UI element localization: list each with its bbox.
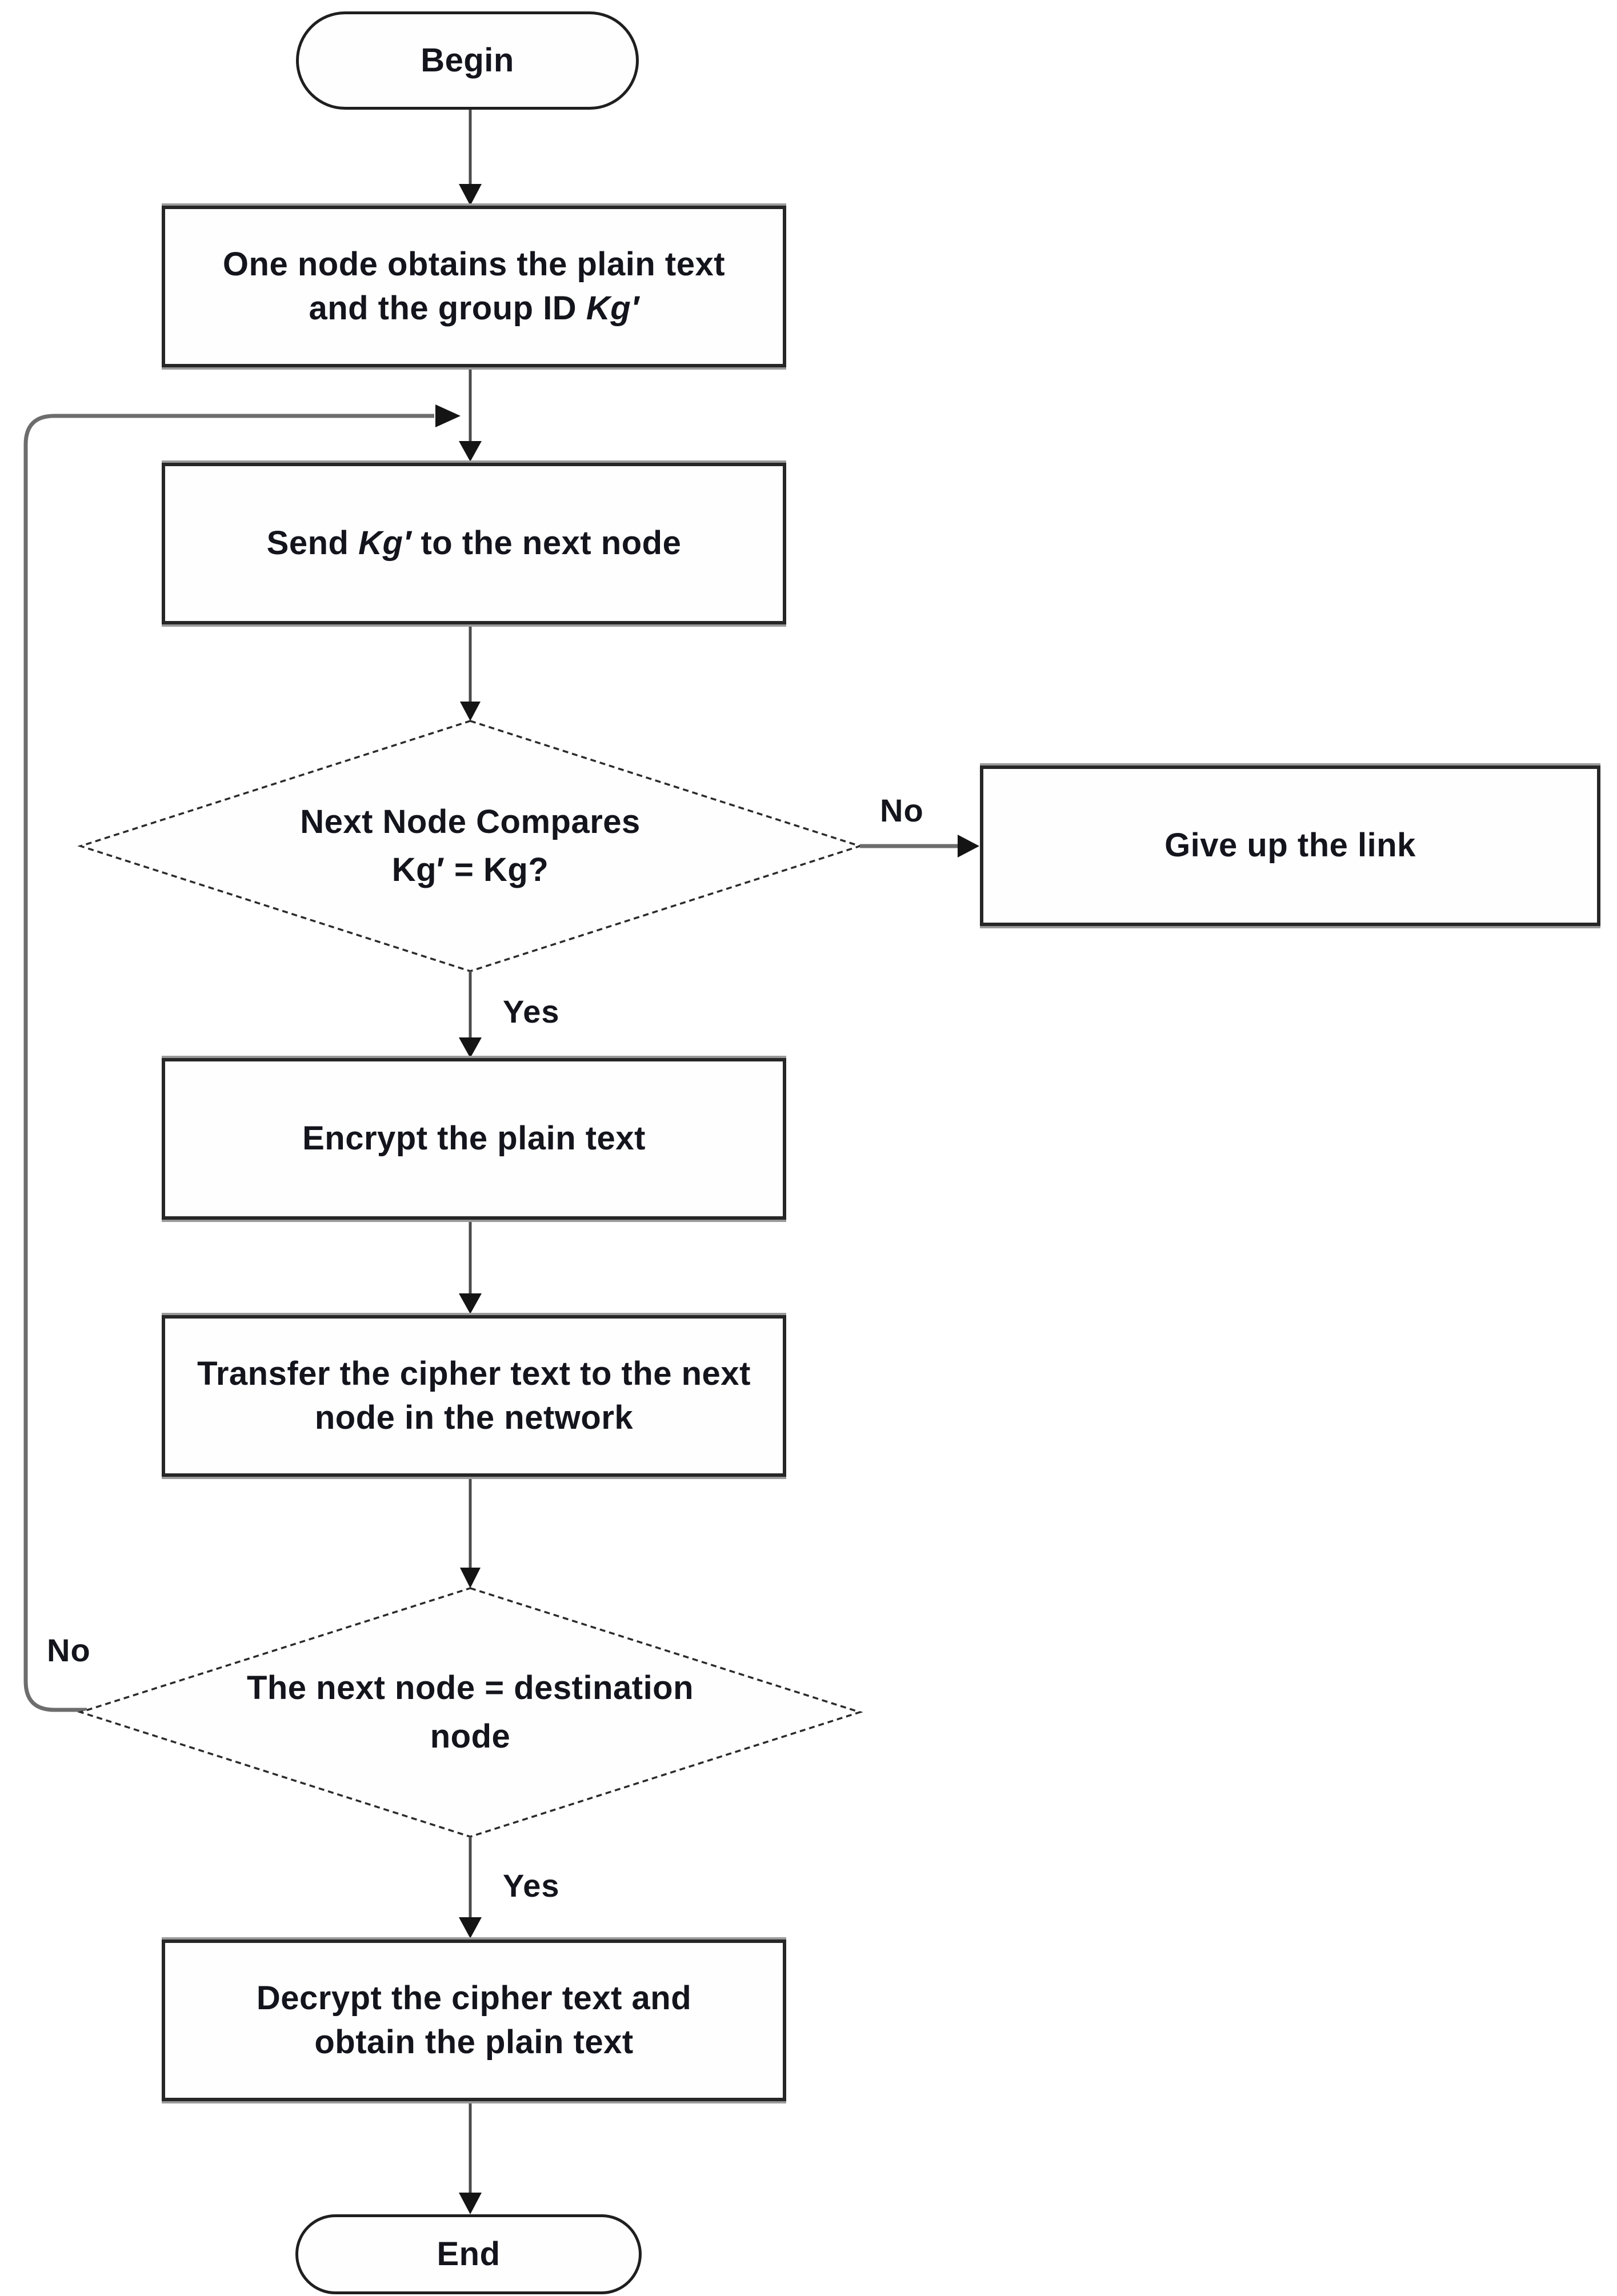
transfer-process-box: Transfer the cipher text to the next nod…	[162, 1315, 786, 1477]
arrowhead-into-obtain	[459, 184, 482, 206]
compare-diamond-text: Next Node Compares Kg′ = Kg?	[81, 721, 860, 971]
arrowhead-into-giveup	[958, 835, 979, 858]
obtain-process-box: One node obtains the plain text and the …	[162, 206, 786, 367]
send-label: Send Kg′ to the next node	[266, 524, 682, 562]
destination-no-label: No	[47, 1632, 91, 1668]
edge-feedback-no-loop	[23, 414, 434, 1712]
giveup-label: Give up the link	[1164, 827, 1416, 864]
destination-yes-label: Yes	[503, 1868, 560, 1904]
destination-diamond-text: The next node = destination node	[81, 1588, 860, 1837]
transfer-label: Transfer the cipher text to the next nod…	[197, 1355, 751, 1436]
arrowhead-into-transfer	[459, 1293, 482, 1314]
compare-line2: Kg′ = Kg?	[391, 851, 549, 888]
arrowhead-feedback-junction	[435, 404, 461, 427]
giveup-process-box: Give up the link	[980, 766, 1600, 926]
encrypt-label: Encrypt the plain text	[302, 1120, 646, 1157]
arrowhead-into-destination	[460, 1568, 481, 1588]
compare-no-label: No	[880, 792, 924, 828]
arrowhead-into-end	[459, 2193, 482, 2214]
begin-label: Begin	[421, 41, 514, 79]
compare-yes-label: Yes	[503, 993, 560, 1029]
arrowhead-into-encrypt	[459, 1037, 482, 1058]
arrowhead-into-send	[459, 441, 482, 462]
encrypt-process-box: Encrypt the plain text	[162, 1058, 786, 1220]
decrypt-process-box: Decrypt the cipher text and obtain the p…	[162, 1940, 786, 2101]
begin-terminator: Begin	[296, 11, 639, 110]
decrypt-label: Decrypt the cipher text and obtain the p…	[256, 1979, 692, 2061]
obtain-label: One node obtains the plain text and the …	[222, 245, 726, 327]
arrowhead-into-compare	[460, 702, 481, 721]
destination-line2: node	[430, 1717, 511, 1755]
send-process-box: Send Kg′ to the next node	[162, 463, 786, 624]
arrowhead-into-decrypt	[459, 1917, 482, 1938]
end-terminator: End	[295, 2214, 642, 2294]
destination-line1: The next node = destination	[246, 1669, 694, 1707]
end-label: End	[437, 2235, 501, 2273]
compare-line1: Next Node Compares	[300, 803, 641, 840]
